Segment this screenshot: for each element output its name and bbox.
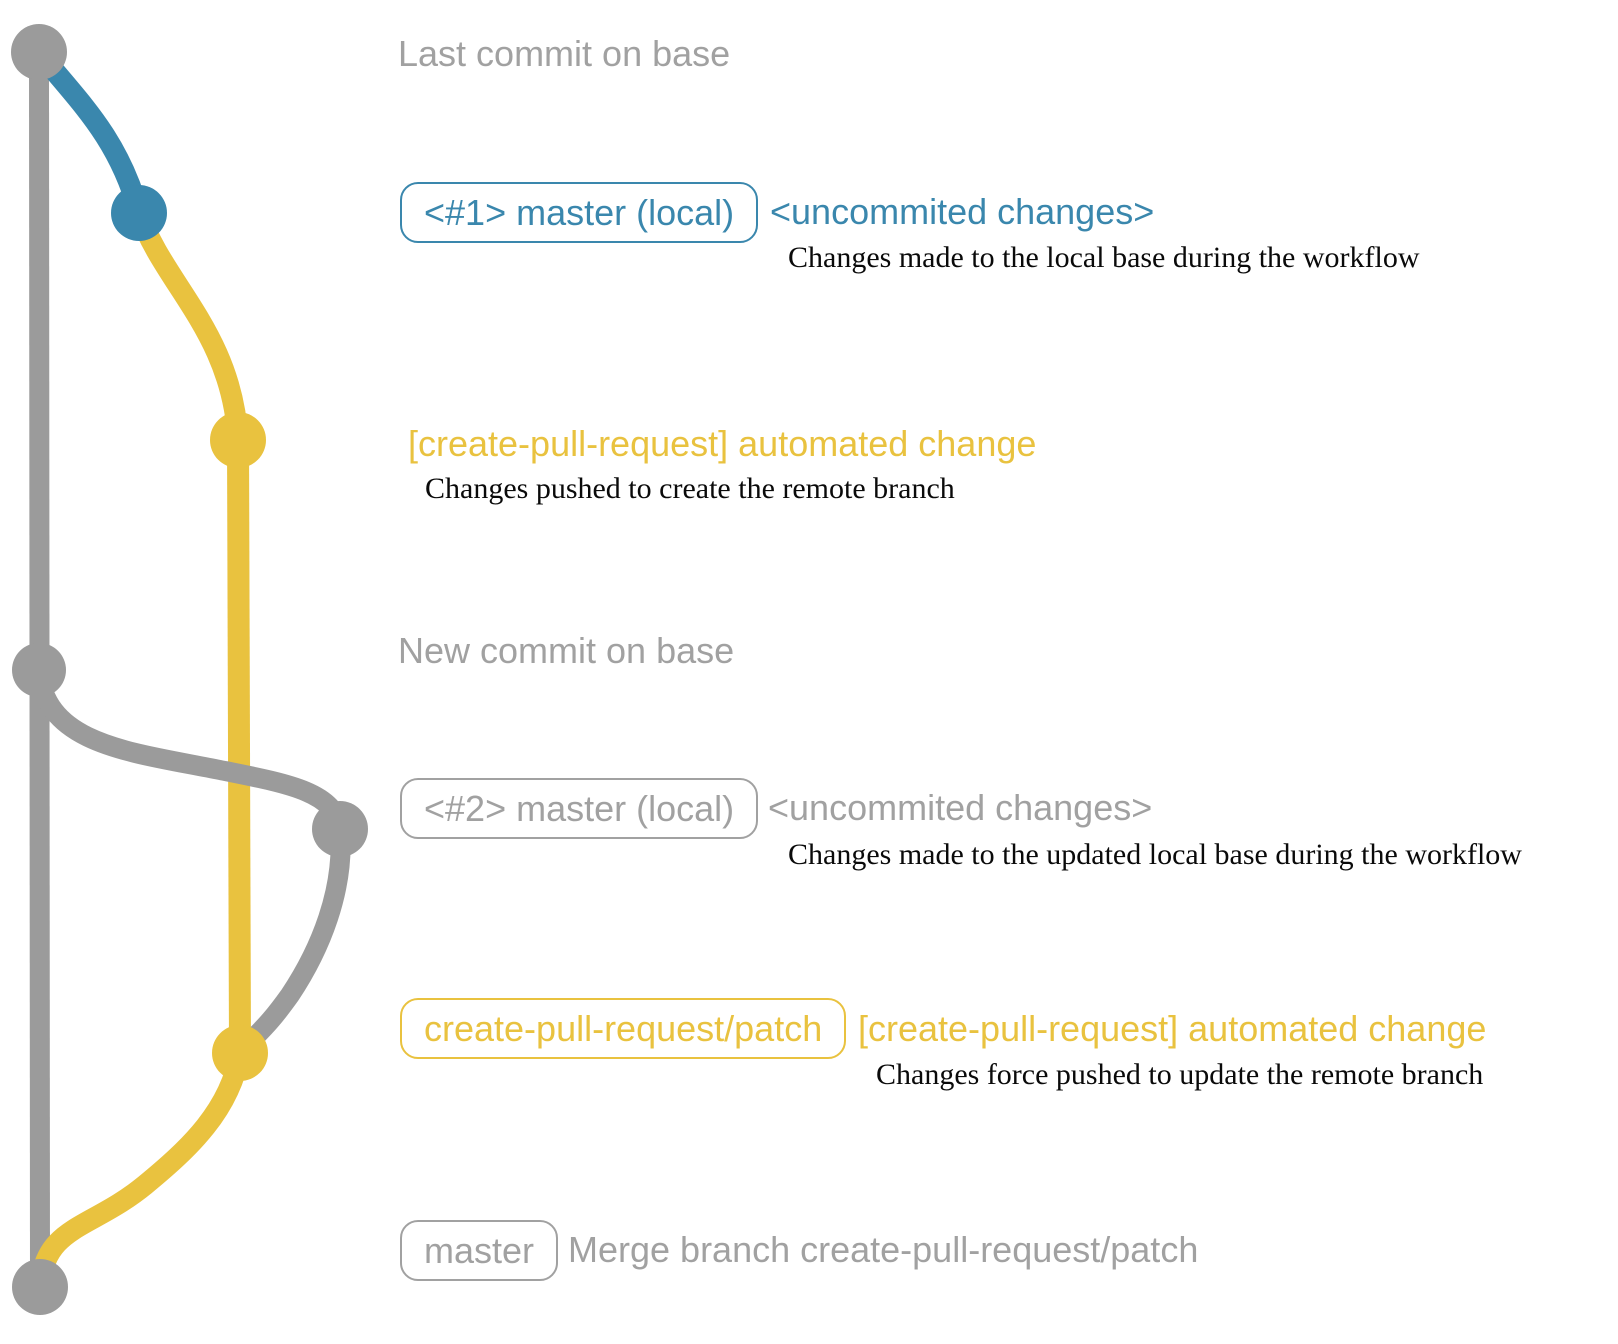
patch-branch-curve-top (128, 202, 249, 451)
commit-node-patch-1 (210, 412, 266, 468)
automated-change-1-description: Changes pushed to create the remote bran… (425, 472, 955, 505)
automated-change-2-label: [create-pull-request] automated change (858, 1008, 1487, 1049)
commit-node-base-new (12, 643, 66, 697)
uncommitted-changes-2-description: Changes made to the updated local base d… (788, 838, 1522, 871)
commit-node-local-1 (111, 185, 167, 241)
local-master-branch-curve-1 (28, 41, 150, 224)
local-master-branch-curve-2 (29, 660, 350, 839)
merge-commit-label: Merge branch create-pull-request/patch (568, 1229, 1199, 1270)
uncommitted-changes-2-label: <uncommited changes> (768, 787, 1153, 828)
patch-branch-line (227, 439, 251, 1054)
last-commit-on-base-label: Last commit on base (398, 33, 731, 74)
master-local-2-tag: <#2> master (local) (400, 778, 759, 840)
patch-merge-curve (29, 1042, 251, 1298)
uncommitted-changes-1-label: <uncommited changes> (770, 191, 1155, 232)
commit-node-patch-2 (212, 1025, 268, 1081)
patch-branch-tag: create-pull-request/patch (400, 998, 847, 1060)
local-master-to-patch-curve (230, 819, 351, 1063)
commit-node-base-last (11, 24, 67, 80)
commit-node-local-2 (312, 801, 368, 857)
new-commit-on-base-label: New commit on base (398, 630, 735, 671)
automated-change-2-description: Changes force pushed to update the remot… (876, 1058, 1484, 1091)
master-local-1-tag: <#1> master (local) (400, 182, 759, 244)
automated-change-1-label: [create-pull-request] automated change (408, 423, 1037, 464)
commit-node-base-merge (12, 1259, 68, 1315)
uncommitted-changes-1-description: Changes made to the local base during th… (788, 241, 1420, 274)
master-tag: master (400, 1220, 559, 1282)
